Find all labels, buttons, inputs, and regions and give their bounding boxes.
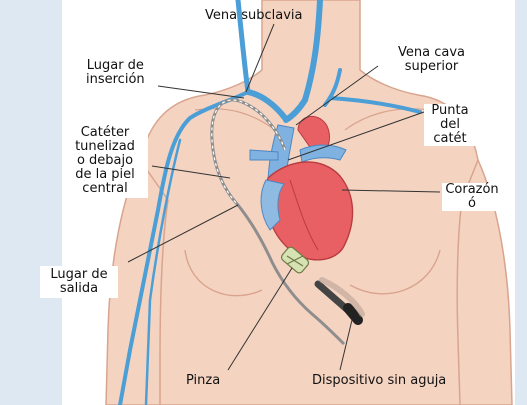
label-needleless-device: Dispositivo sin aguja [312, 374, 446, 388]
label-heart-line2: ó [442, 197, 502, 211]
label-tunneled-line4: de la piel [62, 168, 148, 182]
label-heart: Corazón ó [442, 183, 502, 211]
label-clamp: Pinza [186, 374, 220, 388]
label-tip-line3: catét [424, 132, 476, 146]
label-insertion-site-line2: inserción [86, 73, 145, 87]
label-svc-line2: superior [398, 60, 465, 74]
label-superior-vena-cava: Vena cava superior [398, 46, 465, 74]
label-subclavian-vein: Vena subclavia [205, 9, 302, 23]
left-pulmonary-branch [250, 150, 278, 160]
label-insertion-site: Lugar de inserción [86, 59, 145, 87]
label-tip-line2: del [424, 118, 476, 132]
label-insertion-site-line1: Lugar de [86, 59, 145, 73]
label-tunneled-line2: tunelizad [62, 140, 148, 154]
label-tunneled-line5: central [62, 182, 148, 196]
label-exit-line2: salida [40, 282, 118, 296]
label-catheter-tip: Punta del catét [424, 104, 476, 146]
label-tunneled-line3: o debajo [62, 154, 148, 168]
label-exit-line1: Lugar de [40, 268, 118, 282]
label-tunneled-line1: Catéter [62, 126, 148, 140]
label-heart-line1: Corazón [442, 183, 502, 197]
label-tunneled-catheter: Catéter tunelizad o debajo de la piel ce… [62, 124, 148, 198]
label-tip-line1: Punta [424, 104, 476, 118]
label-exit-site: Lugar de salida [40, 266, 118, 298]
label-svc-line1: Vena cava [398, 46, 465, 60]
